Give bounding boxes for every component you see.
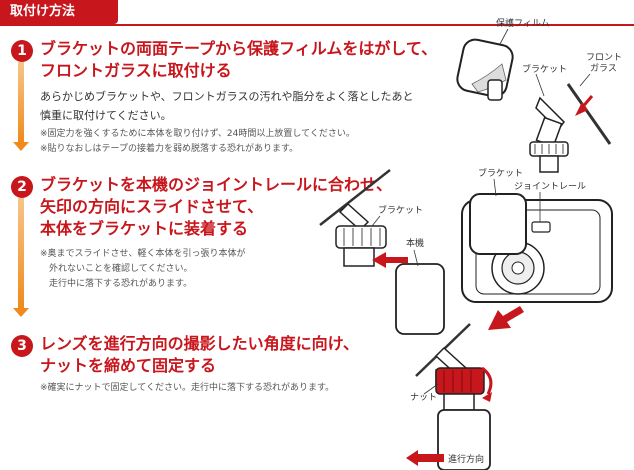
label-bracket-2-left: ブラケット [378, 204, 423, 216]
label-bracket-2-right: ブラケット [478, 167, 523, 179]
step-1-number: 1 [11, 40, 33, 62]
step-1-notes: ※固定力を強くするために本体を取り付けず、24時間以上放置してください。 ※貼り… [40, 129, 355, 154]
step-2-notes: ※奥までスライドさせ、軽く本体を引っ張り本体が 外れないことを確認してください。… [40, 249, 246, 289]
label-joint-rail: ジョイントレール [514, 182, 586, 192]
header-rule [0, 24, 634, 26]
step-1-heading: ブラケットの両面テープから保護フィルムをはがして、 フロントガラスに取付ける [40, 39, 438, 80]
step-2-number: 2 [11, 176, 33, 198]
step-3-number: 3 [11, 335, 33, 357]
step-3-notes: ※確実にナットで固定してください。走行中に落下する恐れがあります。 [40, 383, 335, 393]
label-unit: 本機 [406, 237, 424, 249]
label-protective-film: 保護フィルム [496, 17, 550, 29]
label-nut: ナット [410, 392, 437, 403]
label-bracket-1: ブラケット [522, 63, 567, 75]
step-1-illustration: 保護フィルム ブラケット フロントガラス [456, 17, 622, 173]
step-3-heading: レンズを進行方向の撮影したい角度に向け、 ナットを締めて固定する [40, 334, 359, 375]
section-title: 取付け方法 [0, 0, 118, 24]
step-2-flow-arrow-icon [13, 308, 29, 317]
step-2-heading: ブラケットを本機のジョイントレールに合わせ、 矢印の方向にスライドさせて、 本体… [40, 175, 393, 238]
label-travel-direction: 進行方向 [448, 453, 484, 465]
step-1-flow-arrow-icon [13, 142, 29, 151]
label-front-glass-1: フロントガラス [586, 53, 622, 74]
step-2-flow-line [18, 198, 24, 308]
step-1-description: あらかじめブラケットや、フロントガラスの汚れや脂分をよく落としたあと 慎重に取付… [40, 90, 414, 122]
step-3-illustration: ナット 進行方向 [406, 323, 493, 470]
step-1-flow-line [18, 62, 24, 142]
step-2-illustration: ブラケット 本機 ブラケット ジョイントレール [319, 167, 613, 335]
